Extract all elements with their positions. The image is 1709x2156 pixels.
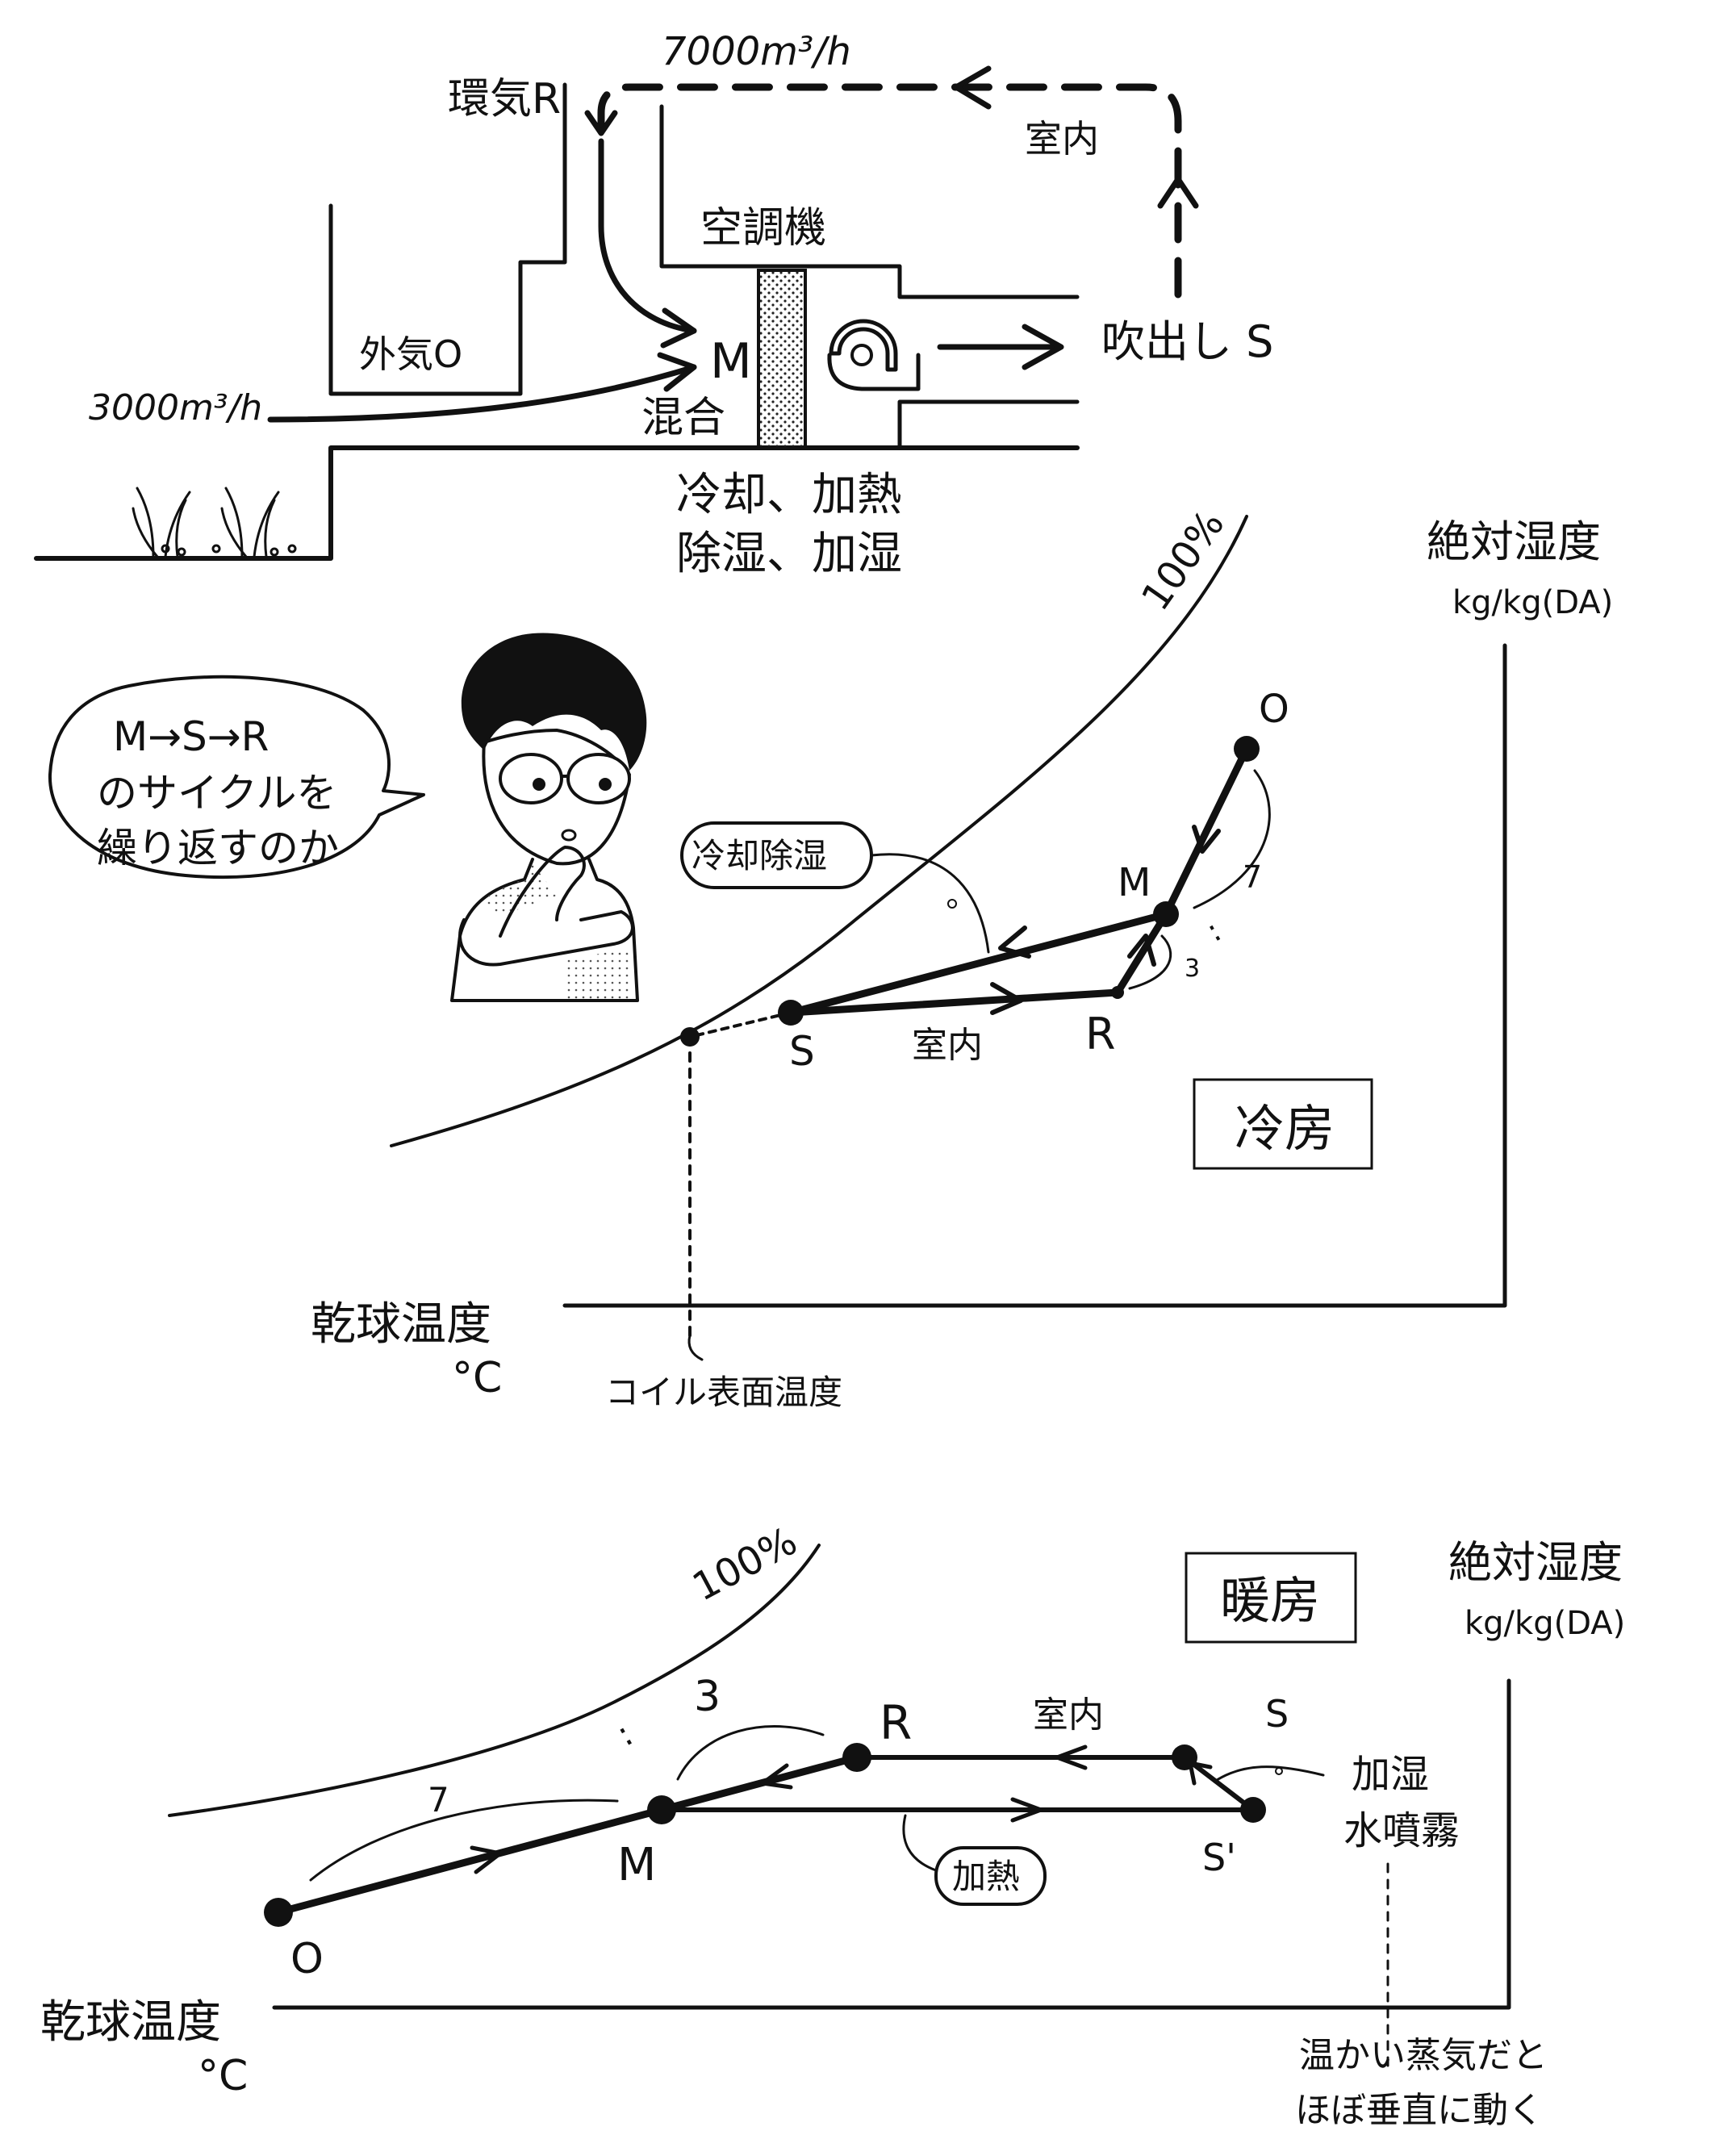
heating-point-O	[264, 1898, 293, 1927]
process-line2: 除湿、加湿	[676, 528, 902, 580]
cooling-x-axis-line2: °C	[452, 1354, 502, 1402]
process-line1: 冷却、加熱	[676, 469, 902, 521]
heating-saturation-curve	[168, 1544, 821, 1817]
cooling-label-O: O	[1259, 687, 1289, 732]
mix-point-label: M	[710, 333, 752, 390]
heating-point-S	[1172, 1744, 1197, 1770]
outside-duct-top	[328, 82, 567, 396]
heating-mode-box	[1185, 1552, 1357, 1644]
cooling-ratio-7: 7	[1243, 859, 1262, 895]
cooling-label-S: S	[789, 1028, 815, 1075]
heating-label-Sprime: S'	[1202, 1836, 1236, 1879]
room-label-top: 室内	[1025, 117, 1099, 161]
heating-point-R	[842, 1743, 871, 1772]
return-air-label: 環気R	[448, 75, 561, 123]
speech-line1: M→S→R	[113, 713, 269, 760]
cooling-mode-label: 冷房	[1235, 1099, 1335, 1158]
cooling-axes	[562, 643, 1507, 1308]
heating-chart: 100% 暖房 絶対湿度 kg/kg(DA) 乾球温度 °C 7 3 : R	[40, 1519, 1625, 2131]
heating-line-M-R	[658, 1753, 861, 1814]
heating-ratio-3: 3	[694, 1673, 721, 1721]
ahu-label: 空調機	[700, 204, 826, 253]
heating-steam-line2: ほぼ垂直に動く	[1295, 2090, 1544, 2131]
heating-label-R: R	[880, 1695, 912, 1750]
fan-icon	[827, 319, 921, 391]
cooling-saturation-curve	[390, 515, 1248, 1147]
cooling-coil-extension	[688, 1011, 792, 1038]
coil-filter	[757, 269, 807, 449]
cooling-line-O-M	[1162, 745, 1251, 918]
outside-air-label: 外気O	[359, 332, 462, 376]
heating-room-label: 室内	[1033, 1694, 1104, 1736]
heating-label-O: O	[290, 1935, 324, 1983]
heating-line-O-M	[274, 1806, 666, 1916]
cooling-point-S	[778, 1000, 804, 1026]
speech-line3: 繰り返すのか	[97, 825, 339, 871]
supply-duct-bottom	[897, 399, 1080, 450]
cooling-ratio-3: 3	[1185, 955, 1200, 983]
heating-point-Sprime	[1240, 1797, 1266, 1823]
dashed-return-loop	[584, 65, 1199, 299]
heating-ratio-7: 7	[428, 1780, 449, 1820]
character-hair	[461, 633, 647, 771]
heating-label-S: S	[1265, 1692, 1289, 1736]
cooling-saturation-label: 100%	[1133, 502, 1234, 619]
character-illustration	[450, 633, 647, 1002]
cooling-point-O	[1234, 736, 1260, 762]
heating-x-axis-line1: 乾球温度	[40, 1996, 221, 2049]
cooling-point-R	[1111, 986, 1124, 999]
heating-heat-box	[934, 1846, 1047, 1906]
heating-x-axis-line2: °C	[198, 2052, 248, 2100]
mix-label: 混合	[641, 394, 725, 442]
speech-bubble: M→S→R のサイクルを 繰り返すのか	[48, 675, 425, 880]
outside-flow-label: 3000m³/h	[89, 387, 262, 428]
return-flow-label: 7000m³/h	[662, 29, 851, 74]
heating-mode-label: 暖房	[1220, 1571, 1320, 1630]
heating-point-M	[647, 1795, 676, 1824]
return-duct-inner	[659, 104, 1080, 299]
cooling-label-R: R	[1085, 1009, 1116, 1059]
cooling-line-S-R	[787, 988, 1122, 1017]
grass-icon	[132, 487, 297, 558]
cooling-room-label: 室内	[912, 1025, 983, 1066]
cooling-y-axis-line2: kg/kg(DA)	[1452, 584, 1613, 621]
cooling-line-M-S	[787, 910, 1170, 1017]
supply-arrow	[937, 324, 1064, 370]
heating-saturation-label: 100%	[685, 1519, 804, 1611]
cooling-coil-label: コイル表面温度	[605, 1373, 842, 1412]
cooling-y-axis-line1: 絶対湿度	[1427, 516, 1601, 567]
heating-heat-label: 加熱	[952, 1857, 1020, 1896]
heating-y-axis-line2: kg/kg(DA)	[1465, 1605, 1625, 1642]
cooling-label-M: M	[1118, 860, 1151, 905]
heating-humidify-line2: 水噴霧	[1343, 1808, 1460, 1853]
cooling-line-R-M	[1114, 910, 1170, 997]
cooling-x-axis-line1: 乾球温度	[311, 1298, 491, 1351]
cooling-process-label: 冷却除湿	[692, 836, 827, 875]
outside-air-arrow	[267, 352, 697, 423]
cooling-point-M	[1153, 901, 1179, 927]
speech-line2: のサイクルを	[97, 770, 337, 817]
heating-label-M: M	[617, 1839, 656, 1891]
supply-label: 吹出し S	[1101, 316, 1273, 367]
ahu-diagram: 環気R 7000m³/h 室内 空調機 外気O 3000m³/h M 混合 吹出…	[34, 29, 1273, 580]
heating-axes	[272, 1678, 1511, 2010]
cooling-chart: 100% 絶対湿度 kg/kg(DA) 乾球温度 °C 7 3 : O M	[311, 502, 1613, 1412]
cooling-point-coil	[680, 1027, 700, 1047]
cooling-mode-box	[1193, 1078, 1373, 1170]
heating-y-axis-line1: 絶対湿度	[1448, 1537, 1623, 1588]
return-air-arrow	[598, 138, 697, 349]
cooling-ratio-colon: :	[1201, 913, 1227, 949]
heating-steam-line1: 温かい蒸気だと	[1299, 2035, 1548, 2076]
heating-humidify-line1: 加湿	[1352, 1752, 1429, 1797]
ground-line	[34, 445, 1080, 561]
heating-ratio-colon: :	[610, 1714, 640, 1754]
